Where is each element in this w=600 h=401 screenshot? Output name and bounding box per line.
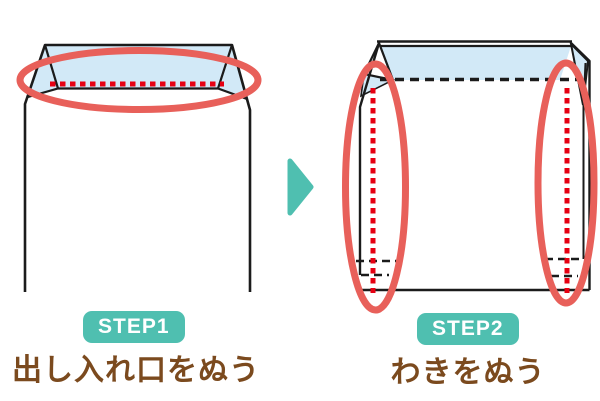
step2-bottom-left-fold-dashes xyxy=(356,259,401,277)
step1-caption: 出し入れ口をぬう xyxy=(12,354,260,387)
step2-bottom-right-fold-dashes xyxy=(545,257,588,278)
step1-bag-outline xyxy=(23,43,252,292)
step1-highlight-oval xyxy=(16,47,262,113)
step1-badge: STEP1 xyxy=(83,311,185,343)
step2-flap-blue xyxy=(379,46,571,80)
step2-highlight-oval-right xyxy=(534,59,598,307)
step1-flap-bottom-edge xyxy=(27,87,248,101)
step2-right-side-outer-edge xyxy=(570,42,591,290)
step2-highlight-oval-left xyxy=(342,60,409,314)
step1-flap-side-folds xyxy=(43,44,234,89)
step2-right-side-inner-edge xyxy=(582,62,587,259)
step1-bag-diagram xyxy=(16,43,262,292)
step2-caption: わきをぬう xyxy=(390,356,546,389)
arrow-right-icon xyxy=(287,158,314,216)
step2-badge: STEP2 xyxy=(417,313,519,345)
step2-bag-diagram xyxy=(342,40,598,314)
